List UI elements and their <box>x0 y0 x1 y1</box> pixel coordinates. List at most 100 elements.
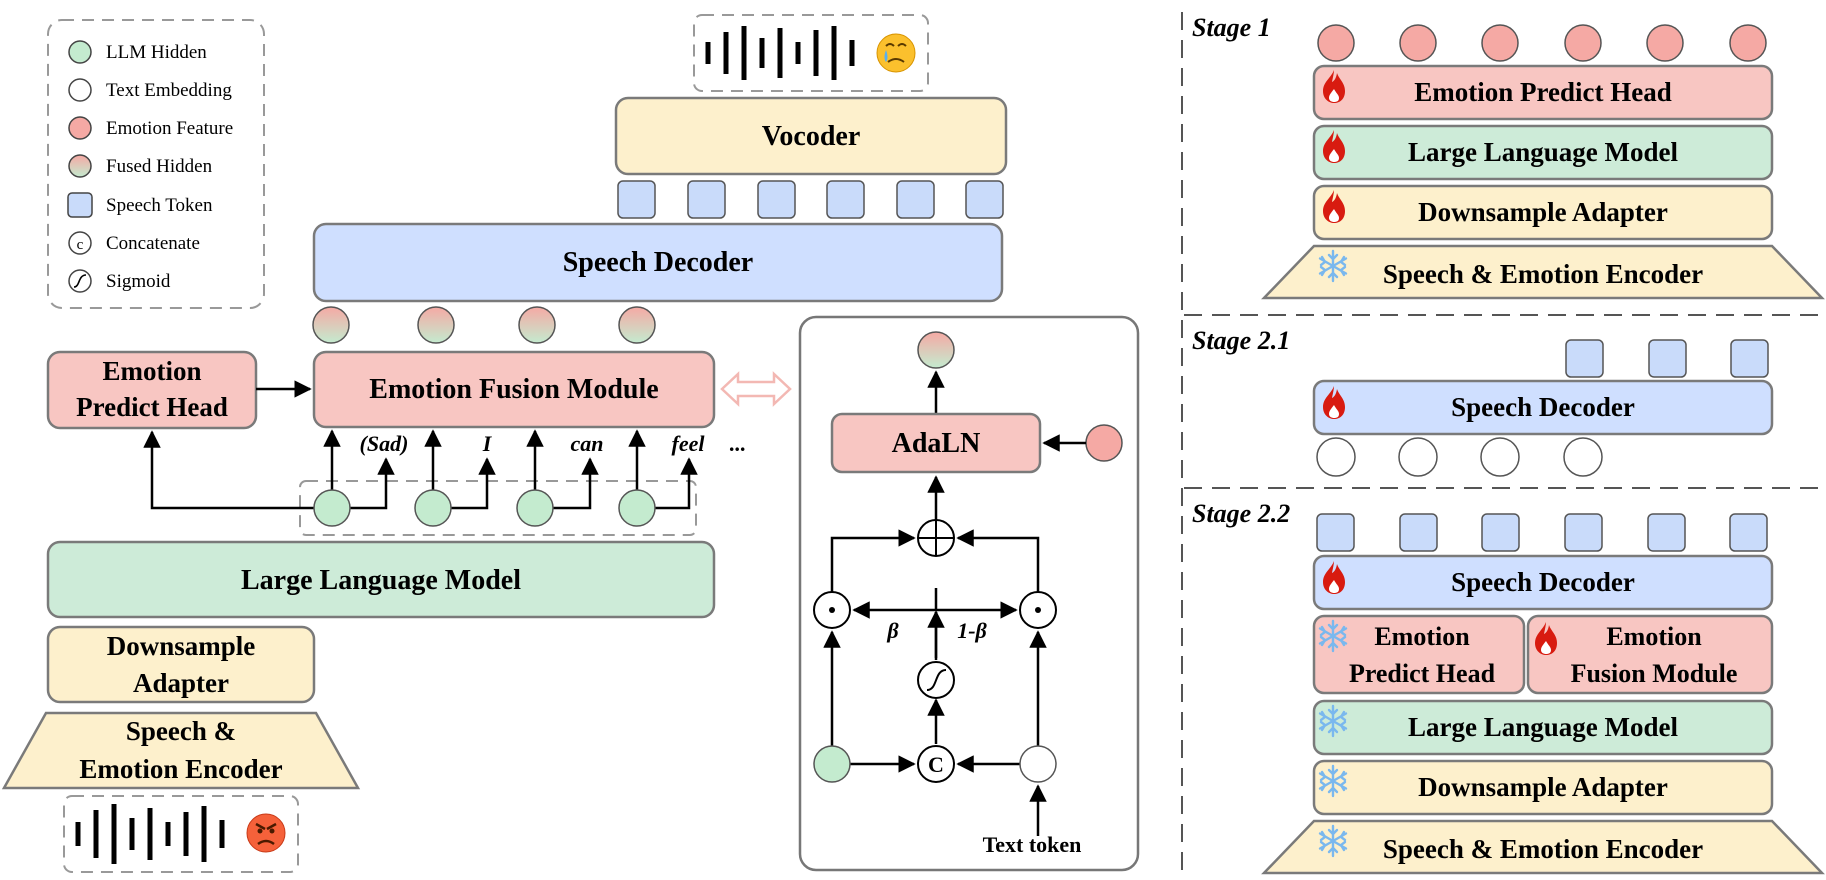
adaln-block <box>830 412 1042 474</box>
stage-1-emotion-features <box>1317 24 1767 62</box>
downsample-adapter-label-2: Adapter <box>133 668 229 698</box>
stage-1-encoder <box>1261 244 1825 300</box>
detail-llm-hidden <box>813 745 851 783</box>
llm-hidden <box>313 489 351 527</box>
stage-2-2-emotion-fusion-module <box>1526 614 1774 695</box>
legend: LLM Hidden Text Embedding Emotion Featur… <box>47 19 265 309</box>
llm-hidden <box>516 489 554 527</box>
downsample-adapter-block <box>46 625 316 704</box>
word-token: feel <box>672 431 706 456</box>
speech-token <box>757 180 796 219</box>
word-token: I <box>482 431 493 456</box>
word-token: (Sad) <box>360 431 409 456</box>
stage-2-1-speech-tokens <box>1565 339 1769 378</box>
speech-token-icon <box>67 192 93 218</box>
waveform-icon <box>75 804 225 864</box>
text-token-label: Text token <box>983 832 1082 857</box>
emotion-fusion-module-block <box>312 350 716 429</box>
vocoder-label: Vocoder <box>762 121 861 152</box>
llm-label: Large Language Model <box>241 565 521 596</box>
stage-2-1-title: Stage 2.1 <box>1192 326 1290 355</box>
output-audio <box>693 14 929 92</box>
legend-frame <box>47 19 265 309</box>
sum-operator-plus <box>918 520 954 556</box>
stage-1-encoder-label: Speech & Emotion Encoder <box>1383 259 1703 289</box>
output-audio-frame <box>693 14 929 92</box>
stage-1-emotion-predict-head <box>1312 64 1774 121</box>
word-token-ellipsis: ... <box>730 431 747 456</box>
word-token: can <box>571 431 604 456</box>
stage-2-2-encoder <box>1261 819 1825 875</box>
speech-decoder-label: Speech Decoder <box>563 247 754 278</box>
concat-operator-icon <box>917 745 955 783</box>
emotion-feature-icon <box>68 116 92 140</box>
encoder-label-2: Emotion Encoder <box>79 754 282 784</box>
llm-hidden-row <box>313 429 698 527</box>
one-minus-beta-label: 1-β <box>957 618 987 643</box>
stage-2-1-speech-decoder <box>1312 379 1774 436</box>
stage-2-2-speech-tokens <box>1316 513 1768 552</box>
detail-fused-output <box>917 331 955 369</box>
detail-link-double-arrow <box>720 371 792 407</box>
fused-hidden-icon <box>68 154 92 178</box>
concatenate-icon-glyph: c <box>77 237 84 253</box>
stage-2-2-llm-label: Large Language Model <box>1408 712 1678 742</box>
stage-2-1-text-embeddings <box>1316 437 1603 477</box>
sigmoid-operator-curve <box>926 669 947 691</box>
stage-2-2-downsample-adapter-label: Downsample Adapter <box>1418 772 1668 802</box>
arrow-hidden-to-predict-head <box>143 430 332 510</box>
input-audio <box>63 795 299 873</box>
downsample-adapter-label-1: Downsample <box>107 631 256 661</box>
speech-decoder-block <box>312 222 1004 303</box>
stage-2-2-emotion-predict-head-label-1: Emotion <box>1374 622 1470 651</box>
text-embedding-icon <box>68 78 92 102</box>
stage-2-2-emotion-predict-head-label-2: Predict Head <box>1349 659 1496 688</box>
stage-2-2-downsample-adapter <box>1312 759 1774 816</box>
speech-token <box>826 180 865 219</box>
speech-token <box>687 180 726 219</box>
speech-token <box>617 180 656 219</box>
crying-face-emoji <box>876 33 916 73</box>
stage-1-llm <box>1312 124 1774 181</box>
legend-label-text-embedding: Text Embedding <box>106 80 232 101</box>
input-audio-frame <box>63 795 299 873</box>
beta-label: β <box>886 618 899 643</box>
fused-hidden <box>618 306 656 344</box>
llm-hidden <box>618 489 656 527</box>
detail-emotion-feature <box>1085 424 1123 462</box>
legend-label-fused-hidden: Fused Hidden <box>106 156 213 177</box>
sigmoid-icon-curve <box>73 274 87 288</box>
angry-face-emoji <box>246 813 286 853</box>
vocoder-block <box>614 96 1008 176</box>
emotion-predict-head-label-2: Predict Head <box>76 392 228 422</box>
stage-2-2-speech-decoder <box>1312 554 1774 611</box>
adaln-label: AdaLN <box>892 428 981 459</box>
legend-label-emotion-feature: Emotion Feature <box>106 118 233 139</box>
llm-hidden <box>414 489 452 527</box>
speech-emotion-encoder-block <box>1 711 361 790</box>
stage-2-2-emotion-fusion-module-label-1: Emotion <box>1606 622 1702 651</box>
llm-hidden-icon <box>68 40 92 64</box>
stage-1-emotion-predict-head-label: Emotion Predict Head <box>1414 77 1671 107</box>
fused-hidden <box>417 306 455 344</box>
legend-label-concatenate: Concatenate <box>106 233 200 254</box>
stage-2-2-llm <box>1312 699 1774 756</box>
speech-token <box>965 180 1004 219</box>
stage-2-2-title: Stage 2.2 <box>1192 499 1290 528</box>
stage-2-2-encoder-label: Speech & Emotion Encoder <box>1383 834 1703 864</box>
waveform-icon <box>705 26 855 80</box>
emotion-fusion-module-label: Emotion Fusion Module <box>369 374 658 405</box>
encoder-label-1: Speech & <box>126 716 236 746</box>
emotion-predict-head-label-1: Emotion <box>102 356 201 386</box>
speech-tokens-row <box>617 180 1004 219</box>
stage-2-2-emotion-predict-head <box>1312 614 1526 695</box>
legend-label-speech-token: Speech Token <box>106 195 213 216</box>
stage-2-2-emotion-fusion-module-label-2: Fusion Module <box>1571 659 1738 688</box>
fusion-wiring <box>823 529 1047 836</box>
stage-1-downsample-adapter-label: Downsample Adapter <box>1418 197 1668 227</box>
llm-block <box>46 540 716 619</box>
fused-hidden-row <box>312 306 656 344</box>
fused-hidden <box>312 306 350 344</box>
stage-2-2-speech-decoder-label: Speech Decoder <box>1451 567 1635 597</box>
